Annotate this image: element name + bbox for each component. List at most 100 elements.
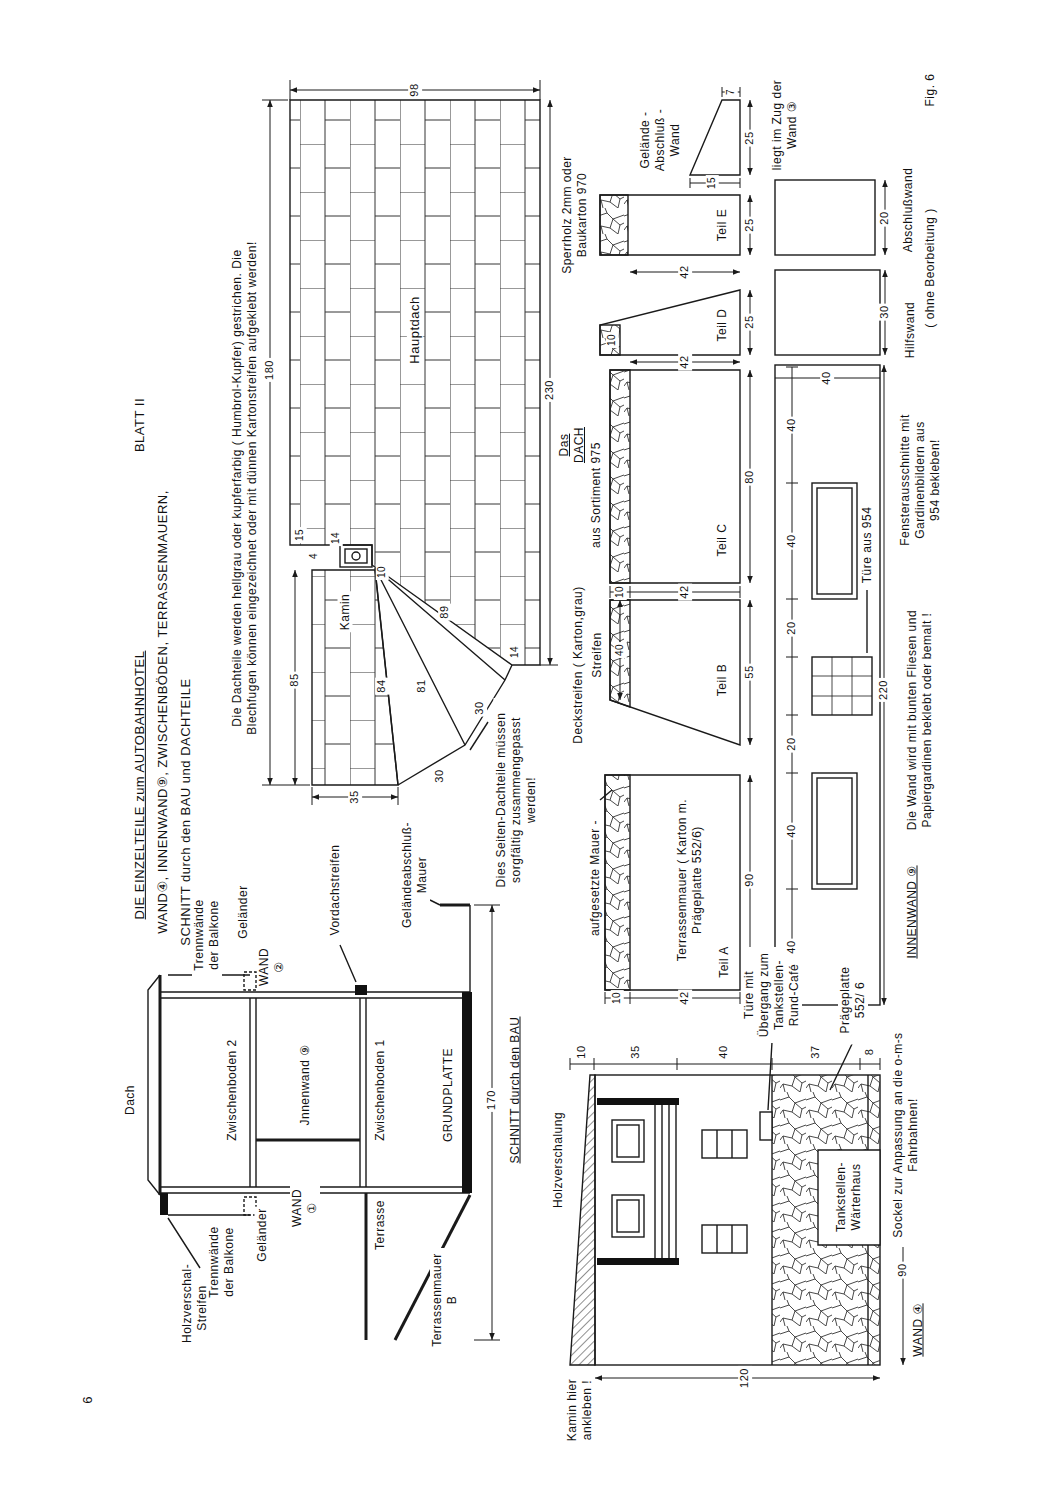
material-note: Sperrholz 2mm oder Baukarton 970 (560, 133, 590, 297)
heading: WAND ④ (911, 1301, 926, 1358)
dimension: 40 (820, 369, 834, 386)
dimension: 30 (433, 767, 447, 784)
dimension: 80 (743, 468, 757, 485)
callout: Geländeabschluß- Mauer (400, 818, 430, 932)
part-outline: Terrassenmauer ( Karton m. Prägeplatte 5… (605, 775, 740, 990)
note: liegt im Zug der Wand ③ (770, 73, 800, 177)
wall-4-elevation-stroke (768, 1042, 853, 1110)
part-label: Terrasse (373, 1198, 388, 1252)
part-outline: Tankstellen-Wärterhaus (818, 1150, 880, 1245)
inner-wall-9-stroke (812, 657, 872, 715)
wall-4-elevation-stroke (772, 1075, 880, 1365)
inner-wall-9-stroke (775, 270, 880, 355)
heading: SCHNITT durch den BAU (508, 1015, 523, 1166)
part-label: Zwischenboden 2 (225, 1037, 240, 1143)
building-section-stroke (159, 975, 162, 1195)
dimension: 4 (308, 551, 321, 561)
terrace-wall-parts-stroke (600, 195, 628, 255)
part-outline-path (290, 100, 540, 665)
wall-4-elevation-stroke (717, 1225, 732, 1253)
roof-parts-stroke (312, 570, 398, 785)
part-outline: Teil C (610, 370, 740, 583)
callout: Terrassenmauer B (430, 1248, 460, 1352)
part-outline-path (600, 195, 740, 255)
dimension: 37 (809, 1043, 823, 1060)
callout: Kamin hier ankleben ! (565, 1368, 595, 1452)
part-outline: Teil E (600, 195, 740, 255)
part-dimensions (605, 87, 750, 1004)
part-label: Dach (123, 1083, 138, 1117)
dimension: 230 (543, 378, 557, 402)
wall-4-elevation-stroke (617, 1200, 639, 1232)
dimension: 10 (575, 1043, 589, 1060)
section-dimension-stroke (492, 905, 493, 1340)
callout: Holzverschalung (551, 1110, 566, 1210)
dimension: 40 (614, 642, 627, 658)
note: Dies Seiten-Dachteile müssen sorgfältig … (494, 698, 539, 902)
wall-4-elevation-stroke (597, 1258, 679, 1265)
dimension: 42 (678, 583, 692, 600)
dimension: 10 (606, 332, 619, 348)
building-section-stroke (250, 998, 366, 1187)
roof-dimensions-stroke (540, 665, 558, 666)
part-label: Teil D (715, 306, 730, 343)
heading: Das DACH (557, 421, 587, 469)
wall-4-elevation-stroke (655, 1105, 676, 1258)
dimension: 25 (743, 216, 757, 233)
terrace-wall-parts-stroke (690, 100, 740, 175)
dimension: 8 (863, 1047, 877, 1058)
note: Sockel zur Anpassung an die o-m-s Fahrba… (891, 1023, 921, 1247)
part-outline-path (610, 370, 740, 583)
dimension: 10 (376, 564, 389, 580)
dimension: 42 (678, 989, 692, 1006)
roof-parts-stroke (470, 722, 488, 750)
part-label: Hauptdach (407, 294, 423, 365)
dimension: 20 (785, 735, 799, 752)
wall-4-elevation-stroke (612, 1120, 644, 1162)
callout: Trennwände der Balkone (192, 891, 222, 979)
callout: Geländer (255, 1206, 270, 1263)
part-label: Jnnenwand ⑨ (298, 1043, 313, 1128)
part-dimensions-stroke (722, 87, 740, 97)
dimension: 42 (678, 263, 692, 280)
page-number: 6 (80, 1394, 96, 1406)
building-section-stroke (469, 905, 470, 992)
wall-4-elevation-stroke (570, 1075, 595, 1365)
dimension: 180 (263, 358, 277, 382)
building-section-stroke (462, 992, 472, 1193)
callout: aufgesetzte Mauer - (588, 818, 603, 938)
wall-4-elevation-stroke (717, 1130, 732, 1158)
dimension: 85 (288, 671, 302, 688)
wall-4-elevation-stroke (617, 1125, 639, 1157)
wall-4-elevation (570, 1042, 880, 1365)
callout: Deckstreifen ( Karton,grau) (571, 584, 586, 746)
roof-dimensions-stroke (290, 80, 540, 100)
part-outline-path (600, 290, 740, 355)
note: Die Dachteile werden hellgrau oder kupfe… (230, 226, 260, 750)
inner-wall-9-stroke (812, 657, 872, 715)
inner-wall-9-stroke (866, 590, 867, 653)
inner-wall-9-stroke (812, 773, 857, 889)
dimension: 10 (611, 990, 624, 1006)
callout: aus Sortiment 975 (589, 440, 604, 550)
part-dimensions-stroke (605, 992, 740, 1004)
callout: Streifen (590, 630, 605, 679)
dimension: 40 (785, 938, 799, 955)
dimension: 35 (629, 1043, 643, 1060)
building-section-stroke (440, 904, 470, 907)
terrace-wall-parts-stroke (610, 600, 630, 707)
part-dimensions-stroke (610, 586, 740, 598)
sheet-number: BLATT II (132, 396, 148, 454)
dimension: 40 (785, 416, 799, 433)
dimension: 42 (678, 353, 692, 370)
dimension: 20 (785, 619, 799, 636)
wall-4-elevation-stroke (760, 1112, 772, 1140)
callout: Geländer (236, 883, 251, 940)
dimension: 170 (485, 1088, 499, 1112)
dimension: 35 (348, 788, 362, 805)
inner-wall-dimensions (775, 180, 885, 1005)
dimension: 89 (438, 603, 452, 620)
building-section-stroke (160, 1193, 168, 1215)
inner-wall-9-stroke (812, 483, 857, 599)
